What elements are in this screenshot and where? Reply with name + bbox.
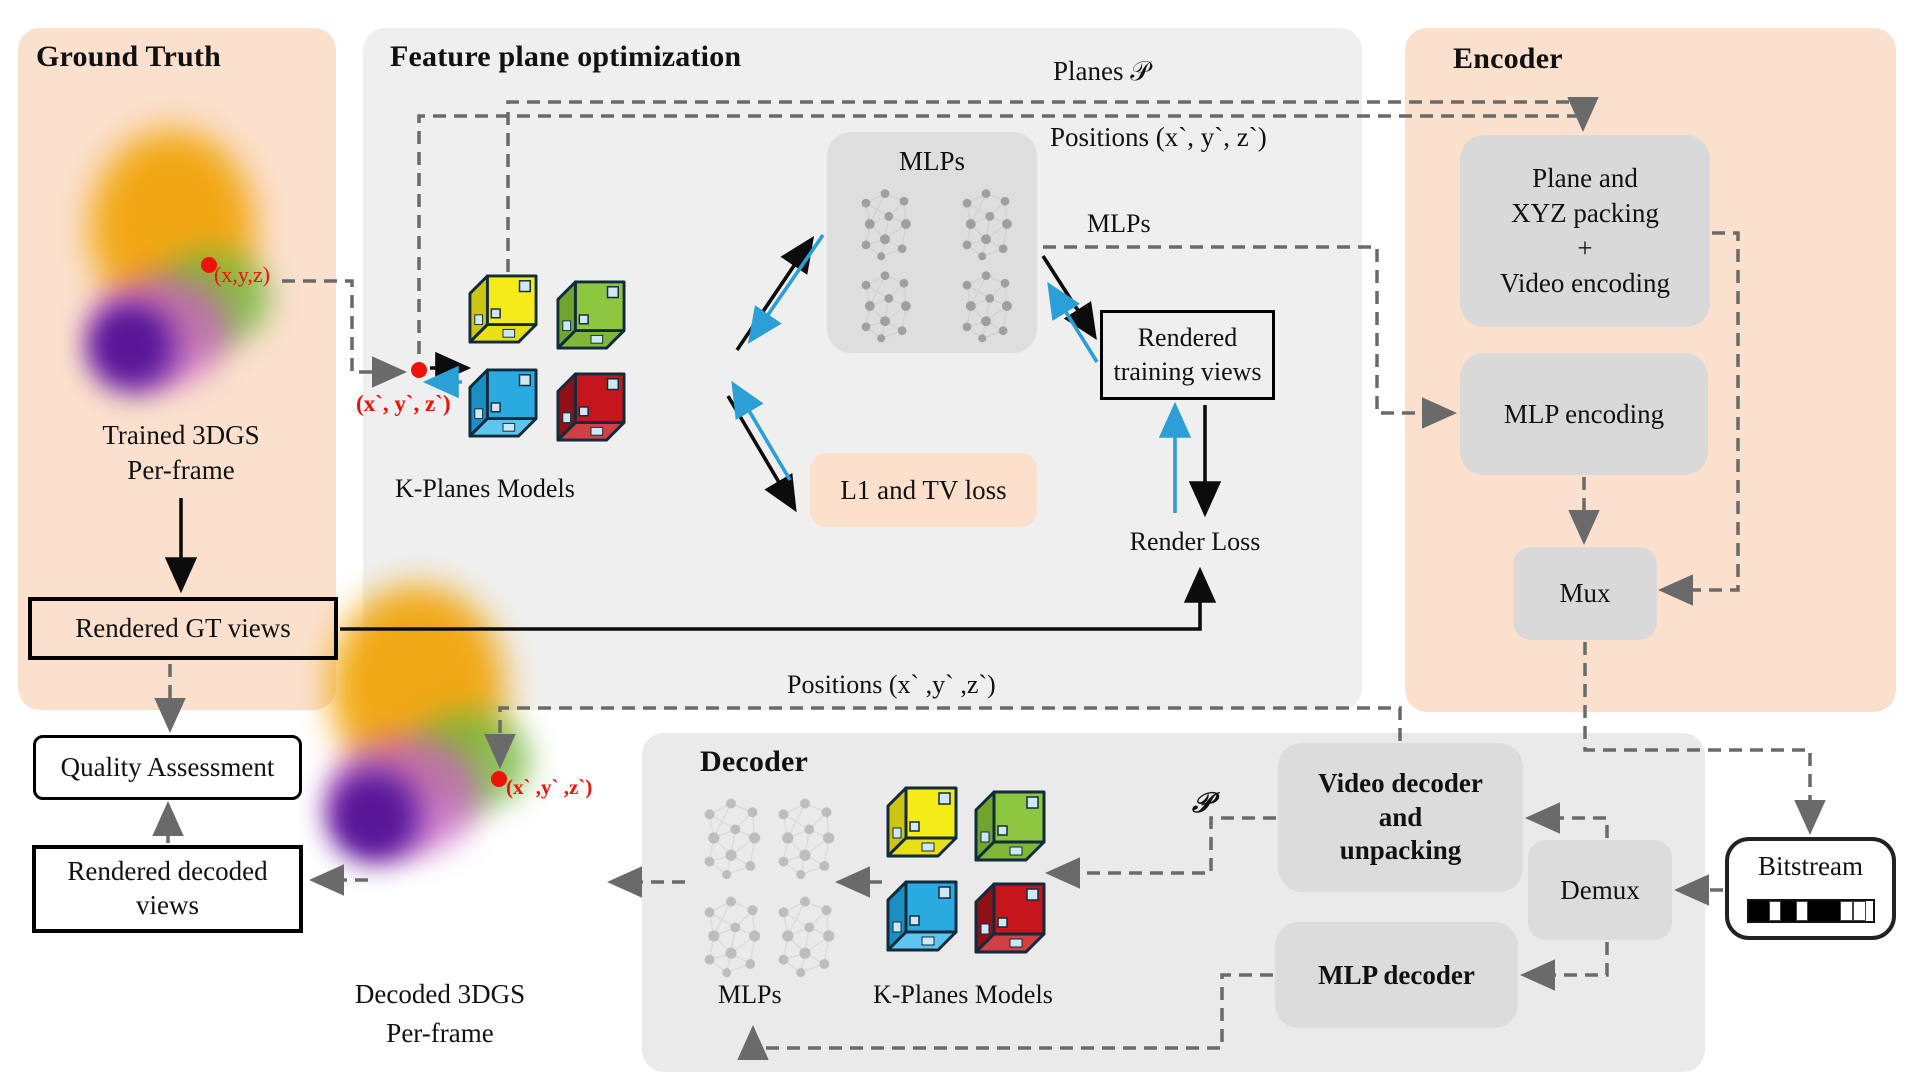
rendered-gt-views-box: Rendered GT views — [28, 597, 338, 660]
demux-label: Demux — [1560, 874, 1640, 905]
rtv-line2: training views — [1113, 357, 1262, 386]
quality-assessment-box: Quality Assessment — [33, 735, 302, 800]
decoder-kplanes-label: K-Planes Models — [873, 980, 1053, 1009]
trained-3dgs-line2: Per-frame — [127, 455, 235, 486]
barcode-cell — [1749, 901, 1769, 921]
plane-xyz-line2: XYZ packing — [1511, 197, 1659, 228]
l1-tv-loss-box: L1 and TV loss — [810, 453, 1037, 527]
mlp-encoding-box: MLP encoding — [1460, 353, 1708, 475]
gt-point-label: (x,y,z) — [214, 262, 270, 287]
planes-line-label: Planes 𝒫 — [1053, 56, 1150, 86]
video-decoder-line2: and — [1378, 801, 1423, 832]
mlp-decoder-label: MLP decoder — [1318, 959, 1475, 990]
rendered-decoded-line2: views — [136, 890, 199, 920]
rendered-gt-views-label: Rendered GT views — [75, 613, 291, 643]
warped-point-label: (x`, y`, z`) — [356, 391, 451, 416]
l1-tv-loss-label: L1 and TV loss — [840, 474, 1007, 505]
rendered-decoded-views-box: Rendered decoded views — [32, 845, 303, 933]
render-loss-label: Render Loss — [1129, 527, 1261, 556]
positions-line-label: Positions (x`, y`, z`) — [1050, 122, 1267, 152]
bitstream-barcode — [1747, 899, 1875, 923]
encoder-title: Encoder — [1453, 42, 1563, 75]
gt-gaussian-blob — [55, 105, 305, 415]
video-decoder-box: Video decoder and unpacking — [1278, 743, 1523, 892]
ground-truth-title: Ground Truth — [36, 40, 221, 73]
positions-bottom-label: Positions (x` ,y` ,z`) — [787, 670, 996, 699]
bitstream-box: Bitstream — [1725, 837, 1896, 940]
plane-xyz-line4: Video encoding — [1499, 268, 1671, 299]
decoded-3dgs-line2: Per-frame — [386, 1018, 494, 1049]
trained-3dgs-line1: Trained 3DGS — [102, 420, 260, 450]
decoded-3dgs-label: Decoded 3DGS Per-frame — [300, 975, 580, 1053]
planes-symbol-label: 𝒫 — [1192, 788, 1213, 819]
feature-plane-title: Feature plane optimization — [390, 40, 742, 73]
rendered-decoded-line1: Rendered decoded — [67, 856, 268, 887]
barcode-cell — [1781, 901, 1796, 921]
mux-label: Mux — [1559, 578, 1611, 608]
video-decoder-line1: Video decoder — [1318, 767, 1483, 798]
decoded-point-label: (x` ,y` ,z`) — [506, 775, 593, 799]
barcode-cell — [1796, 901, 1808, 921]
decoded-gaussian-blob — [305, 570, 575, 900]
kplanes-models-label-top: K-Planes Models — [395, 474, 575, 503]
mlps-box-label: MLPs — [898, 146, 966, 176]
mux-box: Mux — [1513, 547, 1657, 640]
barcode-cell — [1840, 901, 1853, 921]
barcode-cell — [1853, 901, 1866, 921]
mlp-decoder-box: MLP decoder — [1275, 922, 1518, 1028]
plane-xyz-packing-box: Plane and XYZ packing + Video encoding — [1460, 135, 1710, 327]
barcode-cell — [1808, 901, 1840, 921]
demux-box: Demux — [1528, 840, 1672, 940]
decoder-mlps-label: MLPs — [718, 980, 782, 1009]
rtv-line1: Rendered — [1137, 323, 1238, 353]
quality-assessment-label: Quality Assessment — [60, 752, 275, 782]
rendered-training-views-box: Rendered training views — [1100, 310, 1275, 400]
plane-xyz-line1: Plane and — [1532, 162, 1638, 193]
mlp-encoding-label: MLP encoding — [1503, 398, 1665, 429]
mlps-box: MLPs — [827, 132, 1037, 353]
decoded-3dgs-line1: Decoded 3DGS — [354, 979, 526, 1009]
bitstream-label: Bitstream — [1758, 851, 1863, 881]
decoder-title: Decoder — [700, 745, 809, 778]
mlps-line-label: MLPs — [1087, 209, 1151, 238]
blob-purple-core — [340, 785, 405, 850]
video-decoder-line3: unpacking — [1339, 835, 1462, 866]
plane-xyz-line3: + — [1577, 233, 1593, 263]
trained-3dgs-label: Trained 3DGS Per-frame — [18, 418, 344, 488]
blob-purple-core — [100, 315, 160, 375]
barcode-cell — [1769, 901, 1781, 921]
